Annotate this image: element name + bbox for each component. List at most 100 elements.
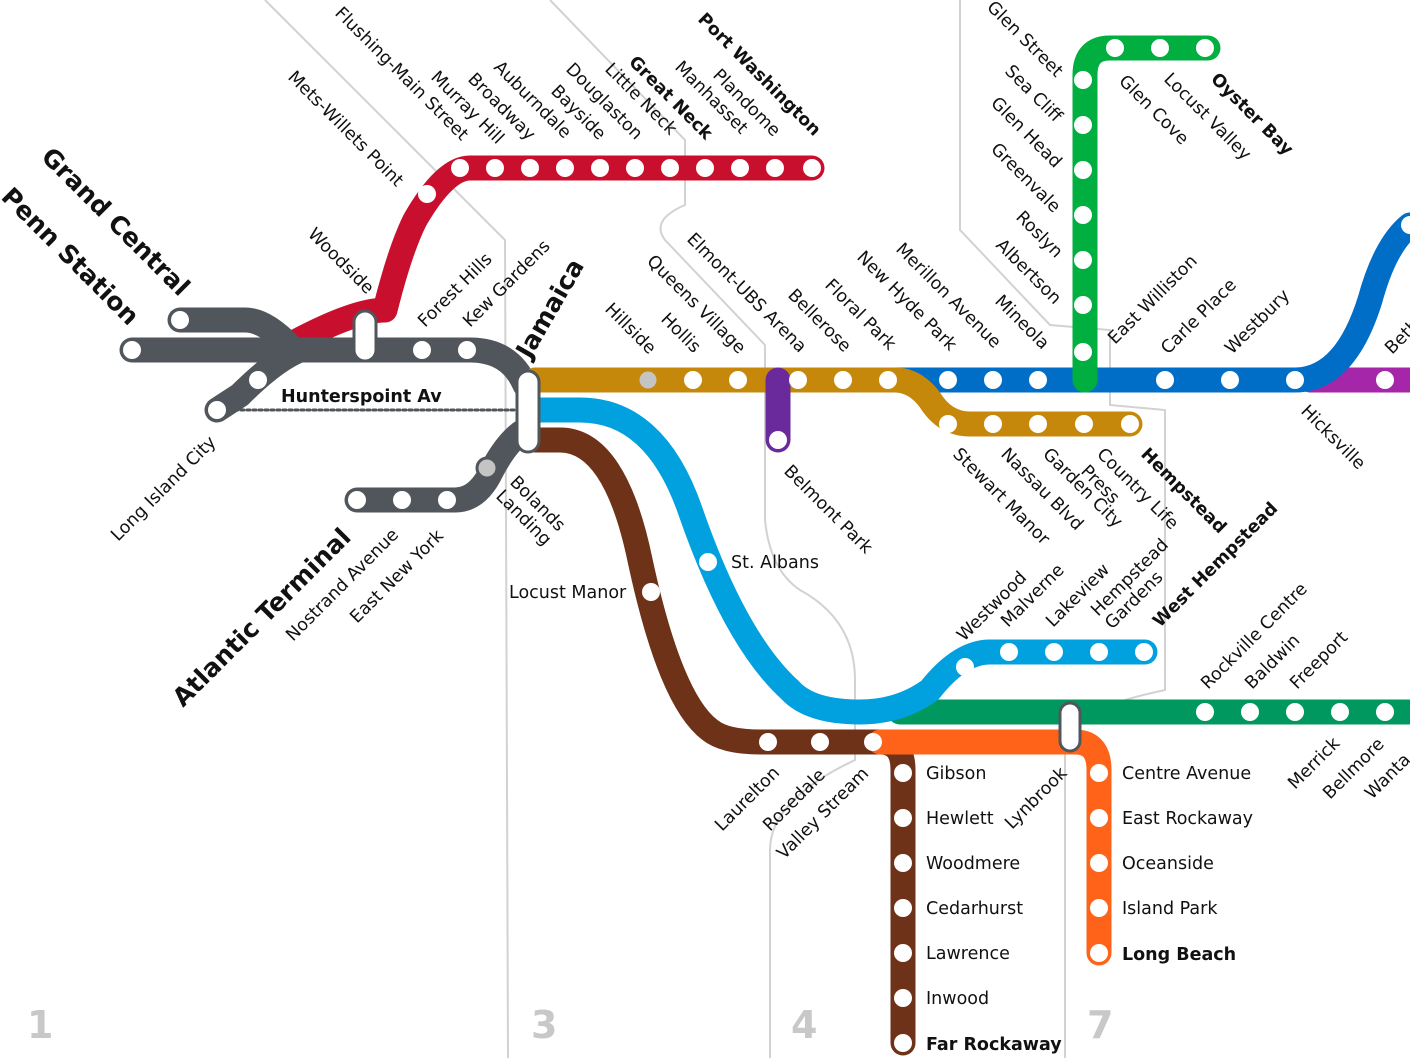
station-stop-douglaston[interactable] [626,159,644,177]
station-stop-merrick[interactable] [1331,703,1349,721]
station-label-lawrence[interactable]: Lawrence [926,944,1010,964]
station-label-hillside[interactable]: Hillside [600,299,659,358]
station-label-long-beach[interactable]: Long Beach [1122,945,1236,965]
station-stop-roslyn[interactable] [1074,251,1092,269]
station-label-far-rockaway[interactable]: Far Rockaway [926,1035,1062,1055]
station-stop-bellmore[interactable] [1376,703,1394,721]
station-stop-lic[interactable] [208,401,226,419]
station-label-atlantic-terminal[interactable]: Atlantic Terminal [167,522,357,712]
station-label-inwood[interactable]: Inwood [926,989,989,1009]
station-label-cedarhurst[interactable]: Cedarhurst [926,899,1023,919]
station-stop-bellerose[interactable] [789,371,807,389]
station-stop-east-rockaway[interactable] [1090,809,1108,827]
station-stop-bayside[interactable] [591,159,609,177]
station-stop-country-life-press[interactable] [1075,415,1093,433]
station-stop-floral-park[interactable] [834,371,852,389]
station-stop-mineola[interactable] [984,371,1002,389]
station-stop-oceanside[interactable] [1090,854,1108,872]
station-stop-hempstead[interactable] [1121,415,1139,433]
station-label-belmont-park[interactable]: Belmont Park [779,461,876,558]
station-stop-penn[interactable] [123,341,141,359]
station-label-woodside[interactable]: Woodside [303,224,377,298]
station-stop-long-beach[interactable] [1090,944,1108,962]
station-label-lynbrook[interactable]: Lynbrook [1001,763,1072,834]
station-stop-nassau-blvd[interactable] [984,415,1002,433]
station-stop-east-williston[interactable] [1074,343,1092,361]
station-stop-locust-valley[interactable] [1151,39,1169,57]
station-stop-lakeview[interactable] [1045,643,1063,661]
station-stop-manhasset[interactable] [731,159,749,177]
station-stop-forest-hills[interactable] [413,341,431,359]
station-stop-little-neck[interactable] [661,159,679,177]
station-label-hunterspoint-av[interactable]: Hunterspoint Av [281,387,442,407]
station-stop-hempstead-gardens[interactable] [1090,643,1108,661]
station-stop-gibson[interactable] [894,764,912,782]
station-stop-far-rockaway[interactable] [894,1034,912,1052]
station-stop-great-neck[interactable] [696,159,714,177]
station-stop-kew-gardens[interactable] [458,341,476,359]
station-stop-hollis[interactable] [684,371,702,389]
station-label-hewlett[interactable]: Hewlett [926,809,994,829]
station-stop-new-hyde-park[interactable] [879,371,897,389]
station-stop-rosedale[interactable] [811,733,829,751]
station-stop-glen-head[interactable] [1074,161,1092,179]
station-stop-centre-avenue[interactable] [1090,764,1108,782]
station-stop-baldwin[interactable] [1241,703,1259,721]
station-stop-murray-hill[interactable] [486,159,504,177]
station-label-centre-avenue[interactable]: Centre Avenue [1122,764,1251,784]
woodside-platform[interactable] [352,309,378,363]
station-stop-oyster-bay[interactable] [1196,39,1214,57]
station-stop-eny[interactable] [393,491,411,509]
station-stop-ronk-east[interactable] [1401,216,1410,234]
station-stop-locust-manor[interactable] [642,583,660,601]
station-stop-hewlett[interactable] [894,809,912,827]
station-stop-albertson[interactable] [1074,296,1092,314]
station-label-island-park[interactable]: Island Park [1122,899,1218,919]
station-stop-belmont-park[interactable] [769,431,787,449]
station-label-mets-willets-point[interactable]: Mets-Willets Point [283,67,407,191]
station-stop-plandome[interactable] [766,159,784,177]
station-label-oceanside[interactable]: Oceanside [1122,854,1214,874]
station-stop-nostrand[interactable] [348,491,366,509]
station-stop-sea-cliff[interactable] [1074,116,1092,134]
station-stop-west-hempstead[interactable] [1135,643,1153,661]
station-stop-glen-cove[interactable] [1106,39,1124,57]
station-stop-greenvale[interactable] [1074,206,1092,224]
station-label-glen-street[interactable]: Glen Street [982,0,1066,82]
station-stop-garden-city[interactable] [1029,415,1047,433]
station-stop-woodmere[interactable] [894,854,912,872]
station-stop-bolands-landing[interactable] [475,456,499,480]
station-stop-st-albans[interactable] [699,553,717,571]
station-label-beth[interactable]: Beth [1381,316,1410,359]
station-label-penn-station[interactable]: Penn Station [0,182,145,331]
station-stop-broadway[interactable] [521,159,539,177]
station-stop-glen-street[interactable] [1074,71,1092,89]
station-stop-queens-village[interactable] [729,371,747,389]
station-stop-hillside[interactable] [636,368,660,392]
station-label-locust-manor[interactable]: Locust Manor [509,583,627,603]
station-stop-hicksville[interactable] [1286,371,1304,389]
station-stop-hunterspoint[interactable] [249,371,267,389]
station-stop-inwood[interactable] [894,989,912,1007]
station-stop-westwood[interactable] [956,658,974,676]
station-stop-mets-willets[interactable] [418,185,436,203]
station-stop-port-washington[interactable] [803,159,821,177]
station-label-woodmere[interactable]: Woodmere [926,854,1020,874]
station-stop-cedarhurst[interactable] [894,899,912,917]
station-stop-carle-place[interactable] [1156,371,1174,389]
station-label-hicksville[interactable]: Hicksville [1296,401,1369,474]
station-label-gibson[interactable]: Gibson [926,764,986,784]
station-stop-east-williston-jct[interactable] [1029,371,1047,389]
station-stop-auburndale[interactable] [556,159,574,177]
station-label-long-island-city[interactable]: Long Island City [107,433,220,546]
station-stop-island-park[interactable] [1090,899,1108,917]
station-stop-malverne[interactable] [1000,643,1018,661]
station-stop-atlantic-east[interactable] [438,491,456,509]
station-stop-freeport[interactable] [1286,703,1304,721]
jamaica-platform[interactable] [515,369,541,454]
station-stop-lawrence[interactable] [894,944,912,962]
station-stop-rockville-centre[interactable] [1196,703,1214,721]
station-stop-laurelton[interactable] [759,733,777,751]
station-stop-flushing[interactable] [451,159,469,177]
lynbrook-platform[interactable] [1058,701,1082,753]
